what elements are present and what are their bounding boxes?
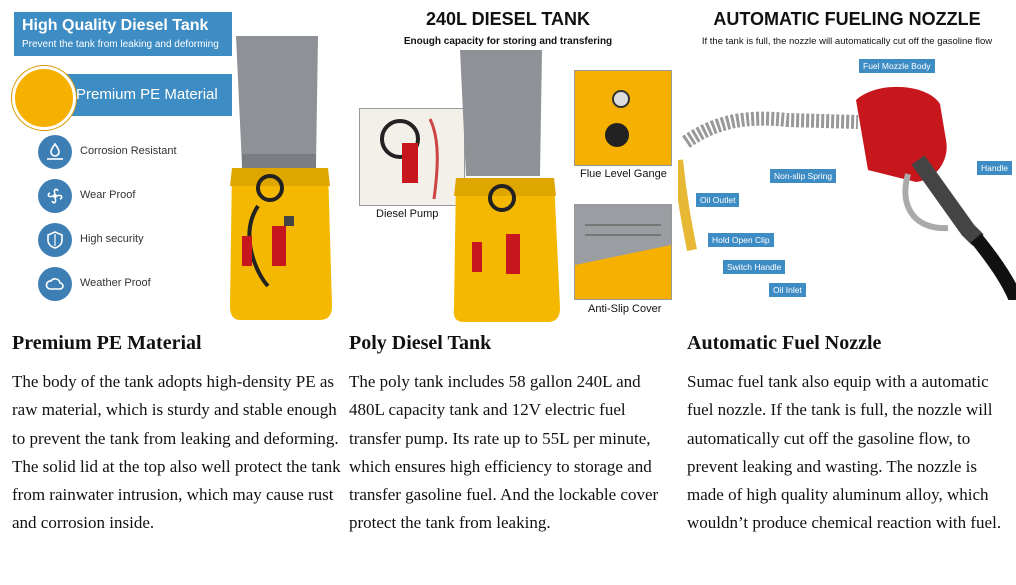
panel-subtitle: Enough capacity for storing and transfer… <box>403 36 613 47</box>
column-body: Sumac fuel tank also equip with a automa… <box>687 372 1002 533</box>
diesel-tank-image <box>230 36 332 320</box>
callout-spring: Non-slip Spring <box>770 169 837 183</box>
badge-subtitle: Prevent the tank from leaking and deform… <box>22 39 219 50</box>
column-title: Poly Diesel Tank <box>349 332 492 354</box>
panel-pe-material: High Quality Diesel Tank Prevent the tan… <box>0 0 338 330</box>
caption-cover: Anti-Slip Cover <box>588 303 662 315</box>
feature-wear: Wear Proof <box>38 179 228 215</box>
feature-label: Wear Proof <box>80 189 136 201</box>
panel-diesel-tank: 240L DIESEL TANK Enough capacity for sto… <box>338 0 678 330</box>
caption-gauge: Flue Level Gange <box>580 168 667 180</box>
panel-title: 240L DIESEL TANK <box>425 9 591 29</box>
drop-hand-icon <box>38 135 72 169</box>
callout-inlet: Oil Inlet <box>769 283 806 297</box>
caption-pump: Diesel Pump <box>376 208 439 220</box>
column-body: The poly tank includes 58 gallon 240L an… <box>349 372 659 533</box>
column-title: Premium PE Material <box>12 332 202 354</box>
feature-weather: Weather Proof <box>38 267 228 303</box>
gauge-photo <box>574 70 672 166</box>
fan-icon <box>38 179 72 213</box>
badge-title: High Quality Diesel Tank <box>22 17 209 34</box>
callout-body: Fuel Mozzle Body <box>859 59 935 73</box>
feature-corrosion: Corrosion Resistant <box>38 135 228 171</box>
quality-badge: High Quality Diesel Tank Prevent the tan… <box>14 12 232 56</box>
feature-label: Weather Proof <box>80 277 151 289</box>
callout-switch: Switch Handle <box>723 260 786 274</box>
pe-banner-label: Premium PE Material <box>76 86 218 103</box>
shield-icon <box>38 223 72 257</box>
feature-security: High security <box>38 223 228 259</box>
panel-title: AUTOMATIC FUELING NOZZLE <box>713 9 981 29</box>
fuel-nozzle-image <box>678 86 1016 300</box>
column-body: The body of the tank adopts high-density… <box>12 372 341 533</box>
panel-fuel-nozzle: AUTOMATIC FUELING NOZZLE If the tank is … <box>678 0 1016 330</box>
callout-handle: Handle <box>977 161 1012 175</box>
cloud-icon <box>38 267 72 301</box>
callout-clip: Hold Open Clip <box>708 233 774 247</box>
feature-label: High security <box>80 233 144 245</box>
column-title: Automatic Fuel Nozzle <box>687 332 882 354</box>
jerrycan-icon <box>12 66 76 130</box>
cover-photo <box>574 204 672 300</box>
pump-photo <box>359 108 465 206</box>
feature-label: Corrosion Resistant <box>80 145 177 157</box>
callout-outlet: Oil Outlet <box>696 193 740 207</box>
diesel-tank-image <box>453 50 560 322</box>
panel-subtitle: If the tank is full, the nozzle will aut… <box>701 36 993 47</box>
